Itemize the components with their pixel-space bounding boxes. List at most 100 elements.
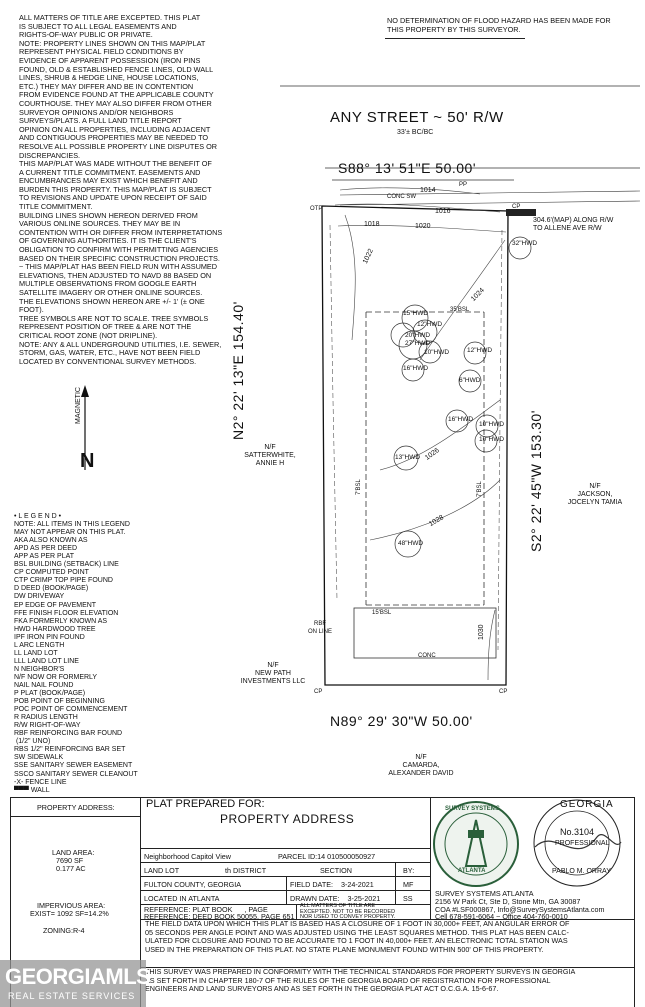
bsl-7w-label: 7'BSL [356, 479, 362, 495]
county: FULTON COUNTY, GEORGIA [144, 880, 242, 889]
tree-symbol [463, 341, 487, 365]
wall-symbol [506, 209, 536, 216]
flood-note: NO DETERMINATION OF FLOOD HAZARD HAS BEE… [387, 16, 611, 34]
titleblock-divider [286, 876, 287, 904]
tree-label: 48"HWD [398, 540, 424, 547]
seal-professional: PROFESSIONAL [555, 840, 610, 847]
located-in: LOCATED IN ATLANTA [144, 894, 220, 903]
title-note: ALL MATTERS OF TITLE ARE EXCEPTED. NOT T… [300, 903, 396, 920]
rbf-label: RBF ON LINE [308, 621, 333, 635]
mls-watermark: GEORGIAMLS REAL ESTATE SERVICES [0, 960, 151, 1007]
tree-label: 10"HWD [479, 421, 505, 428]
plat-drawing [81, 85, 641, 686]
contour-1018-label: 1018 [364, 221, 380, 228]
conc-sw-label: CONC SW [387, 194, 416, 200]
sidewalk-line [339, 190, 641, 196]
firm-logo [433, 801, 519, 887]
tree-label: 12"HWD [467, 347, 493, 354]
contour-1020-label: 1020 [415, 223, 431, 230]
tree-label: 6"HWD [459, 377, 481, 384]
contour-1014 [339, 187, 481, 195]
cp-se-label: CP [499, 689, 508, 695]
titleblock-line [140, 876, 430, 877]
legend: • L E G E N D • NOTE: ALL ITEMS IN THIS … [14, 513, 138, 794]
tree-label: 16"HWD [403, 365, 429, 372]
conformity-note: THIS SURVEY WAS PREPARED IN CONFORMITY W… [145, 967, 576, 993]
parcel-id: PARCEL ID:14 010500050927 [278, 852, 376, 861]
tree-symbol [390, 322, 416, 348]
zoning: ZONING:R-4 [43, 926, 85, 935]
field-date: FIELD DATE: 3-24-2021 [290, 880, 374, 889]
bsl-15-label: 15'BSL [372, 610, 392, 616]
tree-label: 27"HWD [405, 340, 431, 347]
cp-ne-label: CP [512, 204, 521, 210]
neighbor-west: N/F SATTERWHITE, ANNIE H [244, 444, 296, 467]
tree-symbol [475, 414, 499, 438]
tree-label: 13"HWD [395, 454, 421, 461]
tree-label: 10"HWD [424, 349, 450, 356]
firm-name: SURVEY SYSTEMS ATLANTA [435, 889, 534, 898]
otp-label: OTP [310, 206, 323, 212]
tree-label: 16"HWD [448, 416, 474, 423]
north-arrow-head [81, 385, 89, 397]
bsl-7e-label: 7'BSL [477, 481, 483, 497]
titleblock-divider [296, 904, 297, 919]
bearing-east: S2° 22' 45"W 153.30' [528, 410, 544, 552]
tree-symbol [412, 319, 438, 345]
surveyor-seal [533, 799, 622, 887]
street-name: ANY STREET ~ 50' R/W [330, 109, 504, 126]
bearing-north: S88° 13' 51"E 50.00' [338, 160, 477, 176]
section: SECTION [320, 866, 352, 875]
tree-symbol [394, 530, 422, 558]
tree-label: 10"HWD [479, 436, 505, 443]
tree-symbol [445, 409, 469, 433]
prepared-for: PLAT PREPARED FOR: [146, 798, 265, 810]
titleblock-line [140, 862, 430, 863]
tree-symbol [418, 340, 442, 364]
contour-1030-label: 1030 [478, 624, 485, 640]
impervious-label: IMPERVIOUS AREA: [37, 901, 106, 910]
titleblock-border-right [634, 797, 635, 1007]
titleblock-divider [395, 862, 396, 904]
titleblock-line [10, 816, 140, 817]
signature-scribble [534, 834, 622, 850]
neighborhood: Neighborhood Capitol View [144, 852, 231, 861]
neighbor-east: N/F JACKSON, JOCELYN TAMIA [567, 483, 623, 506]
district: th DISTRICT [225, 866, 267, 875]
tree-label: 32"HWD [512, 240, 538, 247]
land-area-sf: 7690 SF [56, 856, 84, 865]
titleblock-line [140, 848, 430, 849]
titleblock-border-left [10, 797, 11, 1007]
contour-1016-label: 1016 [435, 208, 451, 215]
titleblock-divider [140, 797, 141, 1007]
logo-bottom-text: ATLANTA [458, 868, 486, 874]
street-sub: 33'± BC/BC [397, 129, 434, 136]
north-arrow-label: MAGNETIC [75, 387, 82, 424]
neighbor-southwest: N/F NEW PATH INVESTMENTS LLC [240, 662, 306, 685]
closure-note: THE FIELD DATA UPON WHICH THIS PLAT IS B… [145, 919, 570, 954]
contour-1020 [337, 225, 507, 233]
seal-state: GEORGIA [560, 799, 614, 810]
flood-note-underline [385, 38, 525, 39]
firm-phone: Cell 678-591-6064 ~ Office 404-760-0010 [435, 912, 568, 921]
land-area-ac: 0.177 AC [56, 864, 86, 873]
firm-address: 2156 W Park Ct, Ste D, Stone Mtn, GA 300… [435, 897, 581, 906]
drawn-by: SS [403, 894, 413, 903]
concrete-pad [353, 607, 497, 659]
reference-deed: REFERENCE: DEED BOOK 50055, PAGE 651 [144, 912, 295, 921]
contour-1024 [419, 239, 506, 361]
contour-1026 [379, 399, 501, 471]
land-area-label: LAND AREA: [52, 848, 95, 857]
bsl-35-label: 35'BSL [450, 307, 470, 313]
tree-label: 15"HWD [403, 310, 429, 317]
conc-label: CONC [418, 653, 436, 659]
fence-line-west [329, 224, 338, 601]
contour-1030 [487, 609, 496, 681]
neighbor-south: N/F CAMARDA, ALEXANDER DAVID [388, 754, 454, 777]
firm-coa: COA #LSF000867, Info@SurveySystemsAtlant… [435, 905, 605, 914]
contour-1022 [344, 214, 356, 341]
tree-symbol [508, 236, 532, 260]
tree-label: 20"HWD [405, 332, 431, 339]
reference-plat: REFERENCE: PLAT BOOK , PAGE [144, 905, 268, 914]
field-by: MF [403, 880, 414, 889]
